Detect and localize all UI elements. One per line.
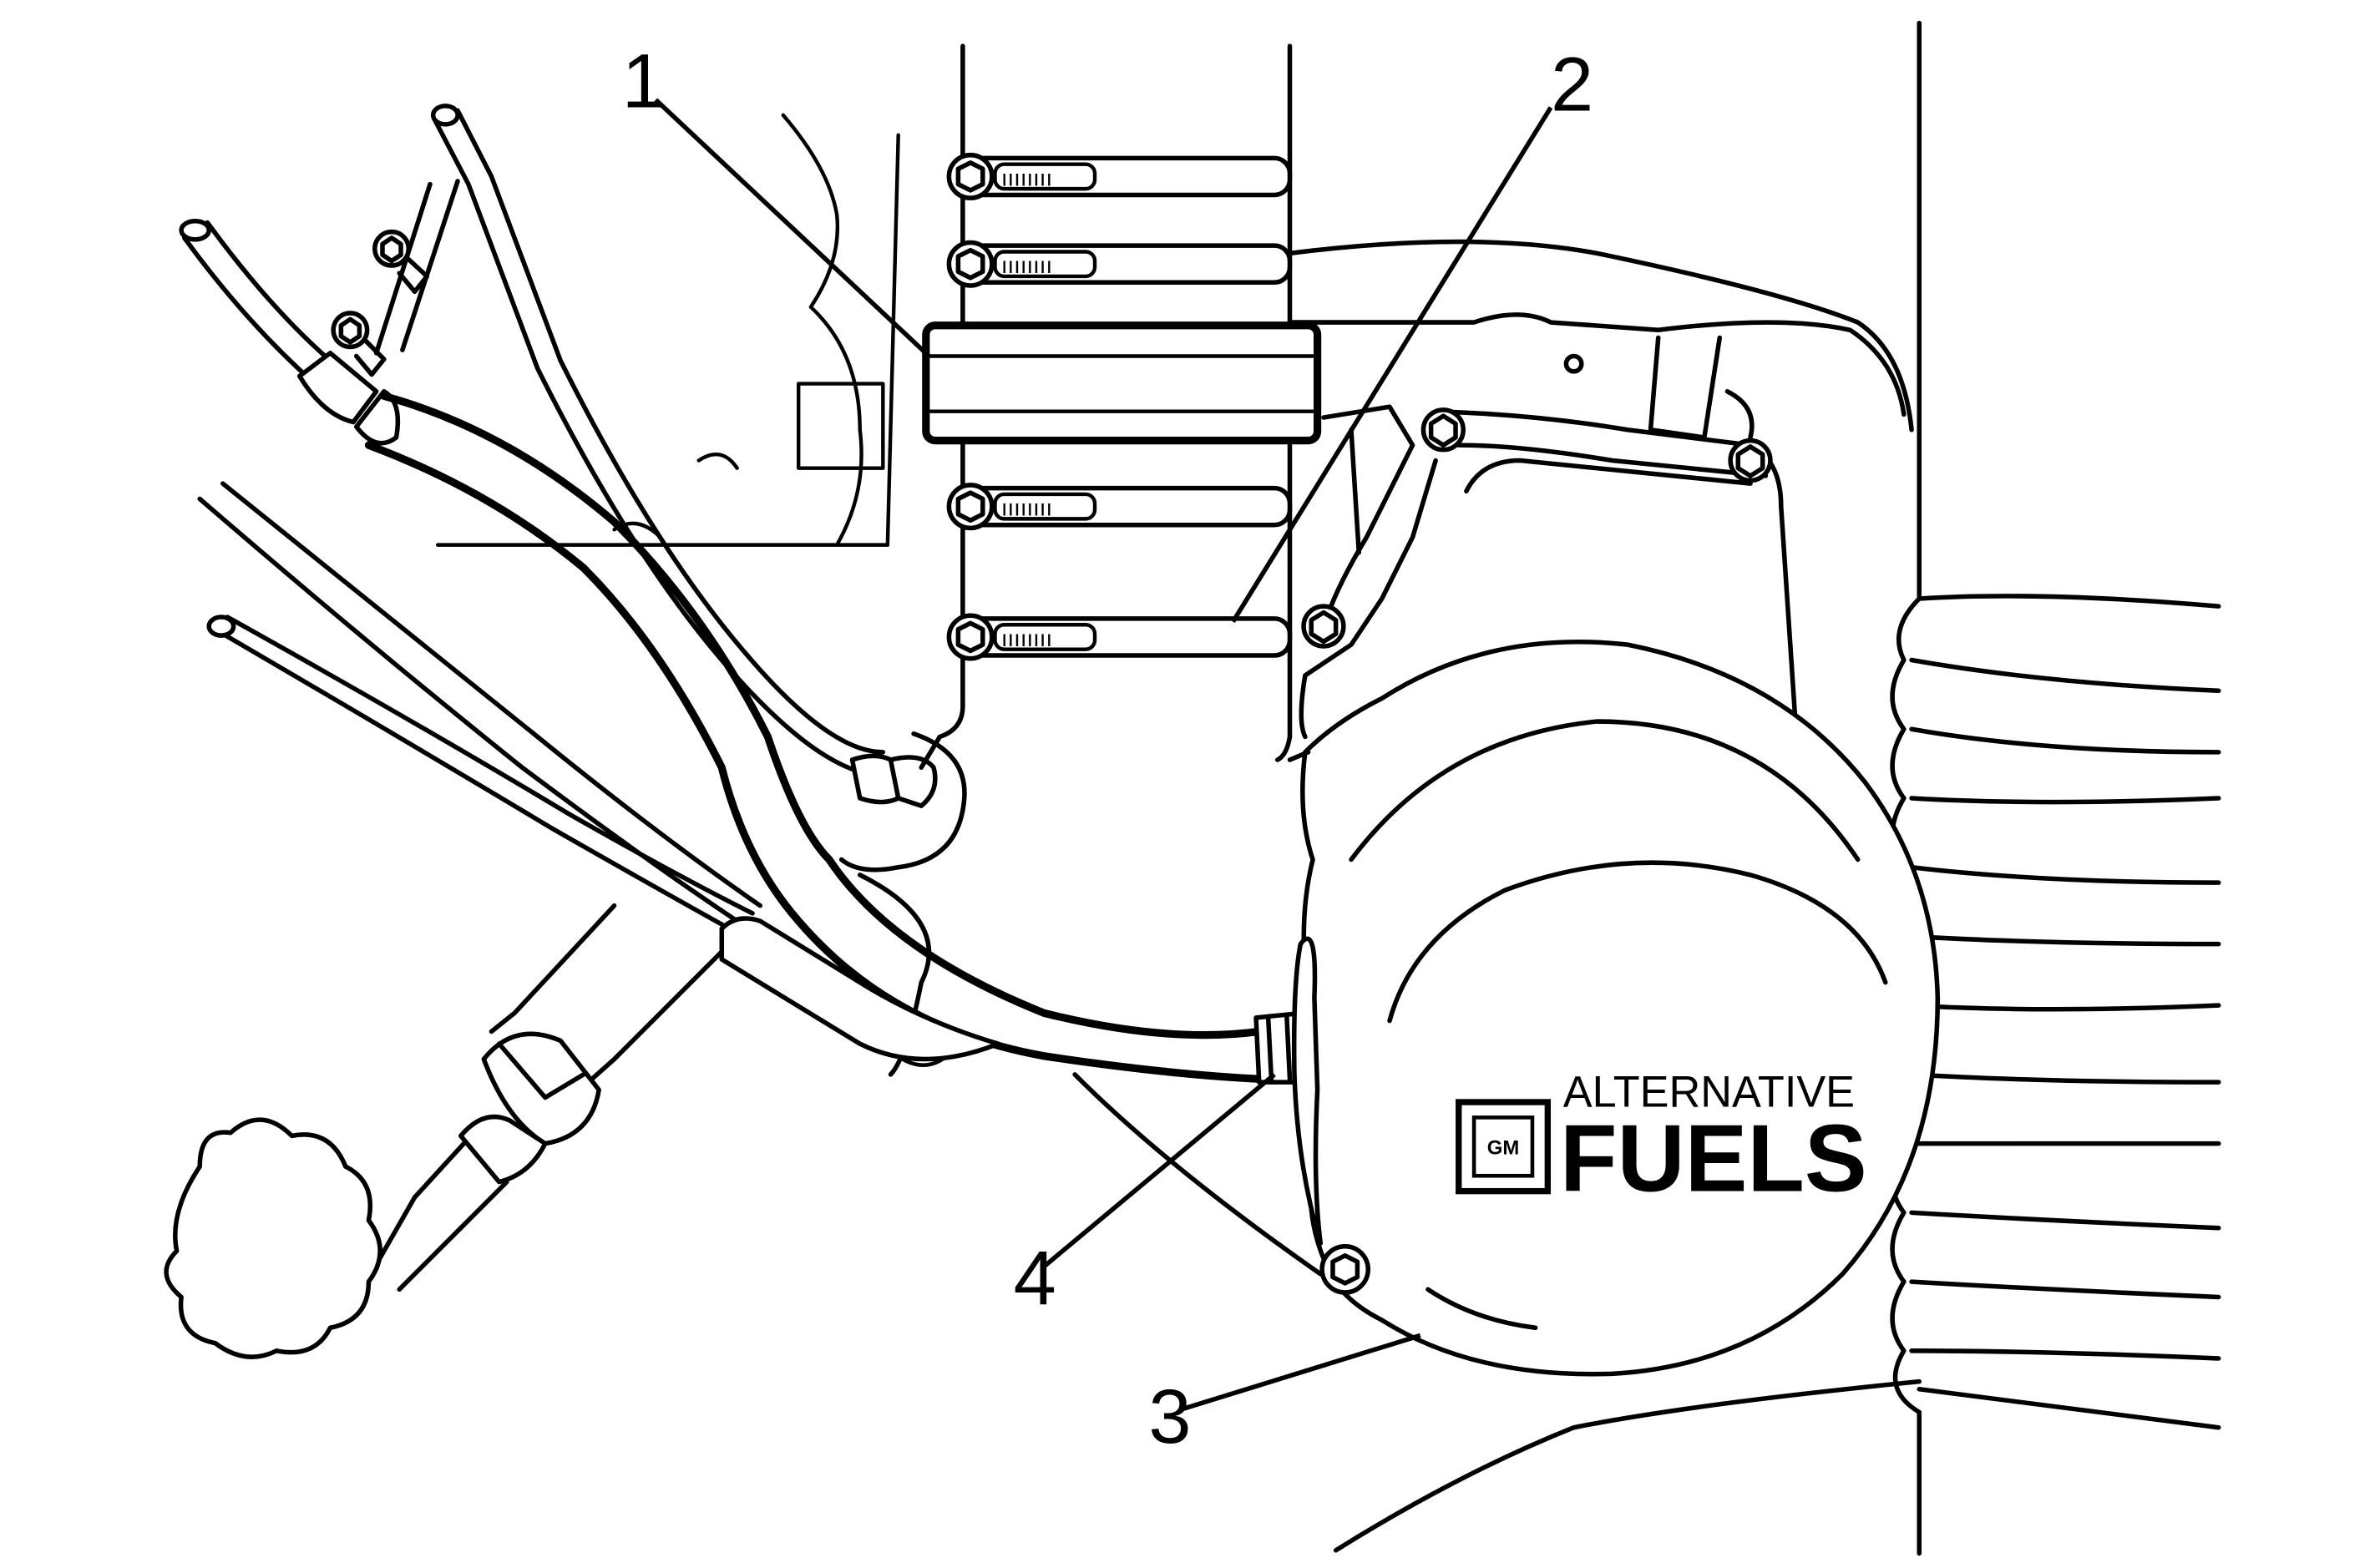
hose-clamp: ıııııııı — [946, 483, 1293, 531]
callout-4-label: 4 — [1014, 1237, 1056, 1322]
clamp-screw-ticks: ıııııııı — [1001, 625, 1052, 651]
hose-coupling-sleeve — [922, 321, 1322, 445]
clamp-screw-ticks: ıııııııı — [1001, 164, 1052, 190]
gm-badge-text: GM — [1487, 1136, 1519, 1159]
housing-bolt — [1301, 604, 1346, 649]
logo-line-alternative: ALTERNATIVE — [1563, 1068, 1855, 1117]
callout-3: 3 — [1148, 1333, 1421, 1459]
hose-clip — [331, 311, 387, 377]
hose-clamp: ıııııııı — [946, 613, 1293, 661]
callout-1: 1 — [622, 39, 931, 358]
fuel-rail-clamps: ıııııııı ıııııııı ıııııııı ıııııııı — [922, 152, 1322, 661]
hose-clamp: ıııııııı — [946, 152, 1293, 200]
callout-2-label: 2 — [1551, 42, 1593, 127]
ribbed-air-duct — [1890, 594, 2221, 1415]
housing-bolt — [1728, 438, 1773, 483]
gm-alternative-fuels-logo: GM ALTERNATIVE FUELS — [1456, 1068, 1867, 1212]
clamp-screw-ticks: ıııııııı — [1001, 495, 1052, 521]
callout-3-label: 3 — [1148, 1374, 1191, 1459]
housing-bolt — [1319, 1244, 1371, 1295]
clamp-screw-ticks: ıııııııı — [1001, 252, 1052, 278]
lower-fuel-lines — [164, 481, 1000, 1359]
main-fuel-hose — [179, 218, 1324, 1246]
throttle-body-housing — [1287, 239, 1914, 740]
housing-bolt — [1420, 407, 1466, 453]
logo-line-fuels: FUELS — [1560, 1106, 1867, 1212]
vacuum-hoses — [331, 104, 938, 808]
hose-clip — [372, 229, 430, 295]
callout-4: 4 — [1014, 1072, 1276, 1322]
callout-2: 2 — [1231, 42, 1593, 624]
fuel-filter-housing: GM ALTERNATIVE FUELS — [1287, 640, 1941, 1377]
hose-clamp: ıııııııı — [946, 240, 1293, 288]
callout-1-label: 1 — [622, 39, 665, 124]
